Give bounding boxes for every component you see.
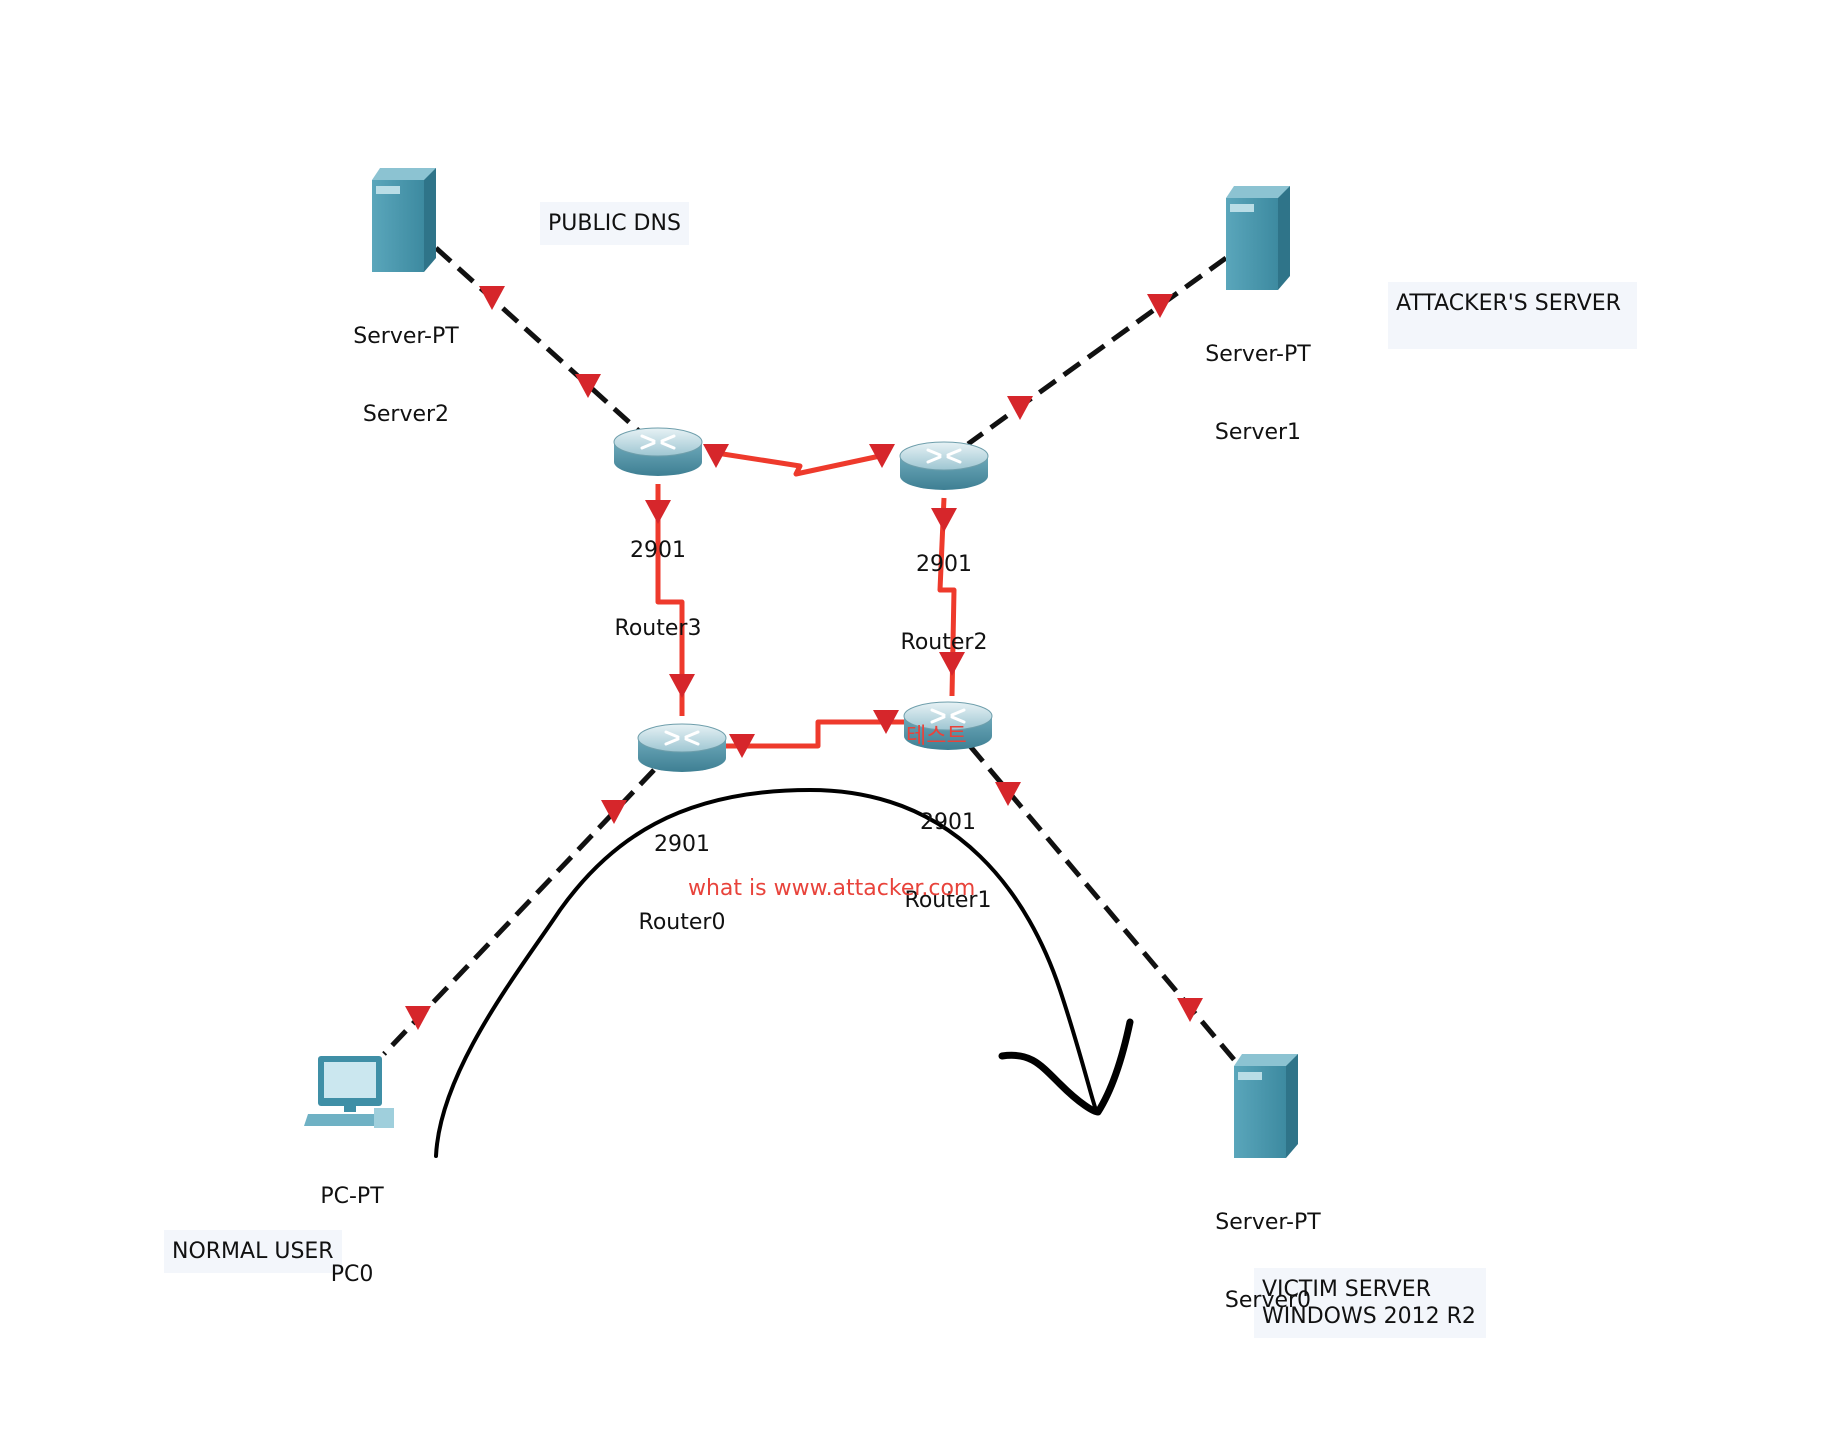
- server1-label: Server-PT Server1: [1205, 290, 1310, 498]
- server2-label: Server-PT Server2: [353, 272, 458, 480]
- router0-label: 2901 Router0: [639, 780, 726, 988]
- router0-model: 2901: [654, 832, 710, 857]
- link-status-marker: [869, 444, 895, 468]
- link-status-marker: [645, 500, 671, 524]
- router1-model: 2901: [920, 810, 976, 835]
- note-public-dns: PUBLIC DNS: [540, 202, 689, 245]
- arrow-head: [998, 1018, 1134, 1116]
- router1-korean-annotation: 테스트: [906, 724, 967, 749]
- server0-server-icon[interactable]: [1234, 1054, 1298, 1158]
- link-status-marker: [873, 710, 899, 734]
- link-router3-router2[interactable]: [709, 449, 881, 477]
- server0-name: Server0: [1224, 1288, 1312, 1313]
- link-status-marker: [405, 1006, 431, 1030]
- server2-name: Server2: [362, 402, 450, 427]
- pc0-pc-icon[interactable]: [304, 1056, 394, 1128]
- router3-label: 2901 Router3: [615, 486, 702, 694]
- link-status-marker: [729, 734, 755, 758]
- server2-server-icon[interactable]: [372, 168, 436, 272]
- link-router3-router0[interactable]: [655, 484, 685, 716]
- pc0-label: PC-PT PC0: [320, 1132, 383, 1340]
- link-status-marker: [601, 800, 627, 824]
- link-status-marker: [1007, 396, 1033, 420]
- router3-router-icon[interactable]: [612, 426, 704, 478]
- pc0-model: PC-PT: [320, 1184, 384, 1209]
- router2-router-icon[interactable]: [898, 440, 990, 492]
- link-router0-router1[interactable]: [724, 719, 906, 749]
- pc0-name: PC0: [330, 1262, 374, 1287]
- link-status-marker: [575, 374, 601, 398]
- link-server1-router2[interactable]: [966, 255, 1228, 447]
- server0-model: Server-PT: [1215, 1210, 1321, 1235]
- router3-name: Router3: [614, 616, 702, 641]
- router3-model: 2901: [630, 538, 686, 563]
- router0-name: Router0: [638, 910, 726, 935]
- link-status-marker: [479, 286, 505, 310]
- link-router2-router1[interactable]: [937, 497, 957, 697]
- router2-name: Router2: [900, 630, 988, 655]
- note-victim-server: VICTIM SERVER WINDOWS 2012 R2: [1254, 1268, 1486, 1338]
- note-attackers-server: ATTACKER'S SERVER: [1388, 282, 1637, 349]
- server2-model: Server-PT: [353, 324, 459, 349]
- server1-name: Server1: [1214, 420, 1302, 445]
- router0-router-icon[interactable]: [636, 722, 728, 774]
- hand-drawn-arrow: [434, 787, 1134, 1158]
- router1-label: 2901 Router1: [905, 758, 992, 966]
- link-status-marker: [931, 508, 957, 532]
- server0-label: Server-PT Server0: [1215, 1158, 1320, 1366]
- link-server2-router3[interactable]: [434, 246, 642, 434]
- router2-model: 2901: [916, 552, 972, 577]
- link-status-marker: [703, 444, 729, 468]
- link-status-marker: [939, 652, 965, 676]
- router2-label: 2901 Router2: [901, 500, 988, 708]
- link-status-marker: [995, 782, 1021, 806]
- link-status-marker: [1147, 294, 1173, 318]
- server1-server-icon[interactable]: [1226, 186, 1290, 290]
- link-status-marker: [669, 674, 695, 698]
- arrow-curve: [434, 787, 1098, 1158]
- note-normal-user: NORMAL USER: [164, 1230, 342, 1273]
- link-router0-pc0[interactable]: [382, 768, 656, 1056]
- router1-name: Router1: [904, 888, 992, 913]
- dns-query-annotation: what is www.attacker.com: [688, 876, 976, 901]
- link-status-marker: [1177, 998, 1203, 1022]
- server1-model: Server-PT: [1205, 342, 1311, 367]
